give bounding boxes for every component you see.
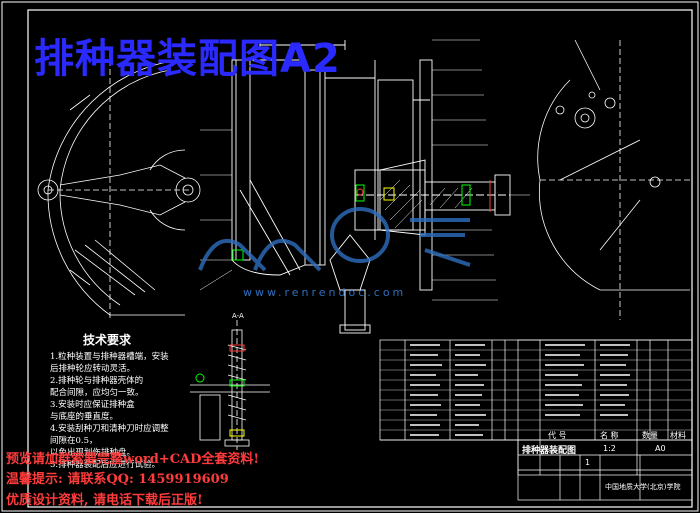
- tech-requirement-line: 与底座的垂直度。: [50, 412, 119, 422]
- tech-requirement-line: 间隙在0.5，: [50, 436, 98, 446]
- watermark-url: www.renrendoc.com: [243, 286, 407, 299]
- tech-requirement-line: 4.安装刮种刀和清种刀时应调整: [50, 424, 169, 434]
- quantity-value: 1: [585, 458, 591, 467]
- drawing-name: 排种器装配图: [522, 446, 577, 456]
- tech-requirement-line: 1.粒种装置与排种器槽端，安装: [50, 352, 169, 362]
- section-label: A-A: [232, 312, 244, 320]
- tech-requirement-line: 后排种轮应转动灵活。: [50, 364, 136, 374]
- left-side-view: [37, 59, 201, 320]
- promo-line-2: 温馨提示: 请联系QQ: 1459919609: [6, 472, 229, 487]
- watermark-logo: [198, 207, 471, 272]
- col-qty-header: 数量: [642, 431, 658, 440]
- tech-requirement-line: 以免出现划伤排种盘。: [50, 448, 136, 458]
- tech-requirement-line: 5.排种器装配后应进行试验。: [50, 460, 161, 470]
- scale-value: 1:2: [603, 444, 616, 453]
- col-code-header: 代 号: [548, 431, 567, 440]
- tech-requirements-heading: 技术要求: [83, 333, 132, 347]
- sheet-size: A0: [655, 444, 666, 453]
- colored-parts: [232, 180, 491, 261]
- parts-list-entries: [410, 344, 630, 436]
- inner-frame: [27, 9, 693, 508]
- promo-line-1: 预览请加群索要完整word+CAD全套资料!: [6, 452, 260, 467]
- col-name-header: 名 称: [600, 431, 619, 440]
- detail-accents: [195, 344, 245, 437]
- balloon-leaders: [199, 39, 530, 301]
- detail-view-a-a: [190, 320, 270, 450]
- tech-requirement-line: 3.安装时应保证排种盒: [50, 400, 135, 410]
- right-side-view: [537, 39, 692, 320]
- promo-line-3: 优质设计资料, 请电话下载后正版!: [6, 493, 203, 508]
- hatching: [379, 179, 473, 229]
- col-material-header: 材料: [670, 431, 686, 440]
- tech-requirement-line: 配合间隙，应均匀一致。: [50, 388, 144, 398]
- school-name: 中国地质大学(北京)学院: [605, 483, 681, 491]
- title-block: [517, 439, 693, 501]
- drawing-title: 排种器装配图A2: [34, 36, 341, 82]
- tech-requirement-line: 2.排种轮与排种器壳体的: [50, 376, 144, 386]
